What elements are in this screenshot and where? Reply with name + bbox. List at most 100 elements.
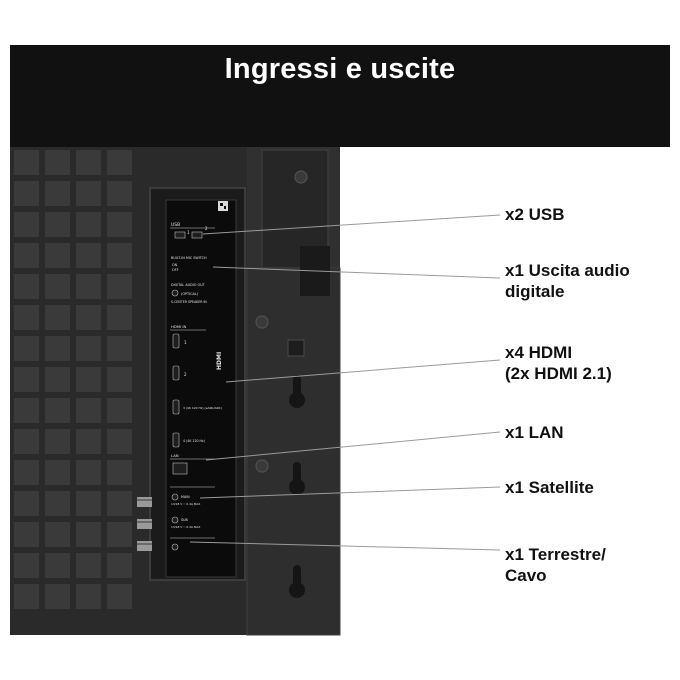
optical-label: (OPTICAL) xyxy=(181,292,199,296)
usb-port-2[interactable] xyxy=(191,231,203,239)
page-title: Ingressi e uscite xyxy=(224,53,456,85)
grille-cell xyxy=(76,367,101,392)
feature-audio: x1 Uscita audio digitale xyxy=(505,260,630,302)
grille-cell xyxy=(76,336,101,361)
grille-cell xyxy=(107,429,132,454)
callout-line-lan xyxy=(205,431,501,461)
screw-2 xyxy=(255,315,269,329)
usb-1-label: 1 xyxy=(187,230,190,235)
hdmi-port-2[interactable] xyxy=(172,365,180,381)
satellite-sub-port[interactable] xyxy=(171,516,179,524)
hdmi-2-label: 2 xyxy=(184,372,187,377)
hdmi-port-1[interactable] xyxy=(172,333,180,349)
grille-cell xyxy=(107,460,132,485)
grille-cell xyxy=(76,305,101,330)
screw-1 xyxy=(294,170,308,184)
grille-cell xyxy=(45,336,70,361)
lan-port[interactable] xyxy=(172,462,188,475)
callout-line-antenna xyxy=(189,541,501,551)
grille-cell xyxy=(14,181,39,206)
grille-cell xyxy=(76,584,101,609)
grille-cell xyxy=(45,243,70,268)
feature-antenna-line-1: x1 Terrestre/ xyxy=(505,545,606,564)
mic-on-label: ON xyxy=(172,263,178,267)
grille-cell xyxy=(107,491,132,516)
hdmi-port-4[interactable] xyxy=(172,432,180,448)
grille-cell xyxy=(76,522,101,547)
sat-main-label: MAIN xyxy=(181,495,190,499)
usb-title: USB xyxy=(171,222,180,228)
mic-off-label: OFF xyxy=(172,268,179,272)
ventilation-grille xyxy=(14,150,132,609)
grille-cell xyxy=(14,553,39,578)
grille-cell xyxy=(45,150,70,175)
hdmi-4-label: 4 (4K 120 Hz) xyxy=(183,439,205,443)
grille-cell xyxy=(45,274,70,299)
mic-switch-label: BUILT-IN MIC SWITCH xyxy=(171,256,207,260)
grille-cell xyxy=(45,367,70,392)
feature-satellite-line-1: x1 Satellite xyxy=(505,478,594,497)
label-panel xyxy=(165,199,237,578)
screw-3 xyxy=(255,459,269,473)
clip-1 xyxy=(287,339,305,357)
grille-cell xyxy=(76,212,101,237)
grille-cell xyxy=(45,181,70,206)
grille-cell xyxy=(14,305,39,330)
grille-cell xyxy=(14,522,39,547)
feature-audio-line-1: x1 Uscita audio xyxy=(505,261,630,280)
grille-cell xyxy=(45,212,70,237)
grille-cell xyxy=(107,181,132,206)
antenna-port[interactable] xyxy=(171,543,179,551)
hdmi-in-title: HDMI IN xyxy=(171,324,187,329)
center-speaker-label: S-CENTER SPEAKER IN xyxy=(171,300,207,304)
coax-connector-1 xyxy=(137,497,152,507)
hdmi-port-3[interactable] xyxy=(172,399,180,415)
satellite-main-port[interactable] xyxy=(171,493,179,501)
grille-cell xyxy=(76,491,101,516)
grille-cell xyxy=(76,150,101,175)
header-banner: Ingressi e uscite xyxy=(10,45,670,147)
callout-line-satellite xyxy=(199,486,501,499)
grille-cell xyxy=(76,429,101,454)
coax-connector-2 xyxy=(137,519,152,529)
grille-cell xyxy=(14,243,39,268)
grille-cell xyxy=(14,150,39,175)
grille-cell xyxy=(76,553,101,578)
sat-sub-label: SUB xyxy=(181,518,189,522)
feature-antenna: x1 Terrestre/ Cavo xyxy=(505,544,606,586)
grille-cell xyxy=(14,429,39,454)
usb-port-1[interactable] xyxy=(174,231,186,239)
grille-cell xyxy=(107,553,132,578)
grille-cell xyxy=(107,212,132,237)
grille-cell xyxy=(14,274,39,299)
lan-title: LAN xyxy=(171,453,179,458)
grille-cell xyxy=(45,429,70,454)
feature-usb: x2 USB xyxy=(505,204,565,225)
grille-cell xyxy=(45,460,70,485)
callout-line-hdmi xyxy=(225,359,501,383)
optical-port[interactable] xyxy=(171,289,179,297)
feature-usb-line-1: x2 USB xyxy=(505,205,565,224)
grille-cell xyxy=(107,367,132,392)
grille-cell xyxy=(14,584,39,609)
grille-cell xyxy=(45,522,70,547)
feature-hdmi-line-2: (2x HDMI 2.1) xyxy=(505,364,612,383)
digital-audio-label: DIGITAL AUDIO OUT xyxy=(171,283,206,287)
callout-line-usb xyxy=(202,214,501,235)
grille-cell xyxy=(14,212,39,237)
callout-line-audio xyxy=(212,266,501,279)
grille-cell xyxy=(107,584,132,609)
grille-cell xyxy=(14,398,39,423)
sat-voltage-label: 13/18 V ⎓ 0.4A MAX xyxy=(171,502,200,506)
grille-cell xyxy=(76,181,101,206)
feature-lan: x1 LAN xyxy=(505,422,564,443)
grille-cell xyxy=(45,491,70,516)
feature-hdmi: x4 HDMI (2x HDMI 2.1) xyxy=(505,342,612,384)
feature-satellite: x1 Satellite xyxy=(505,477,594,498)
vesa-slot-2 xyxy=(289,462,305,495)
feature-audio-line-2: digitale xyxy=(505,282,565,301)
grille-cell xyxy=(76,460,101,485)
grille-cell xyxy=(107,522,132,547)
grille-cell xyxy=(45,584,70,609)
